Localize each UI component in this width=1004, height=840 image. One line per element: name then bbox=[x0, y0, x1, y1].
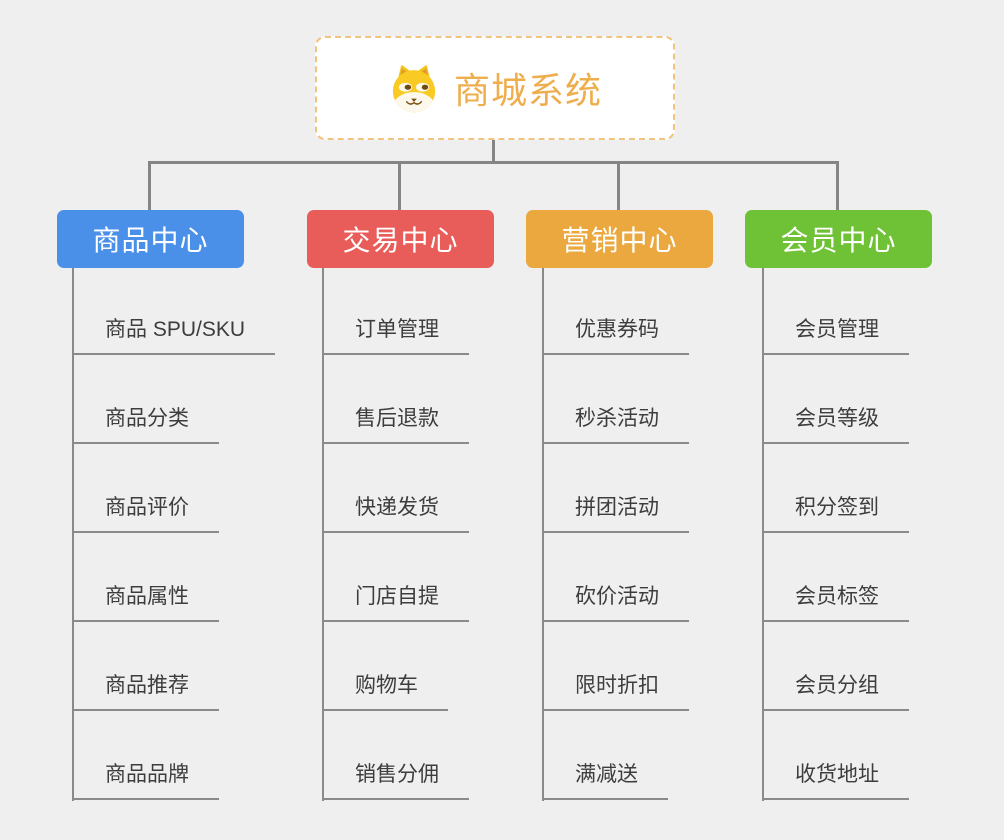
leaf-item[interactable]: 商品评价 bbox=[72, 491, 219, 533]
branch-node-product[interactable]: 商品中心 bbox=[57, 210, 244, 268]
leaf-item[interactable]: 秒杀活动 bbox=[542, 402, 689, 444]
leaf-item[interactable]: 优惠券码 bbox=[542, 313, 689, 355]
leaf-item[interactable]: 会员分组 bbox=[762, 669, 909, 711]
leaf-item[interactable]: 砍价活动 bbox=[542, 580, 689, 622]
leaf-item[interactable]: 商品推荐 bbox=[72, 669, 219, 711]
leaf-item[interactable]: 商品属性 bbox=[72, 580, 219, 622]
connector-drop-3 bbox=[617, 161, 620, 210]
leaf-item[interactable]: 快递发货 bbox=[322, 491, 469, 533]
leaf-item[interactable]: 门店自提 bbox=[322, 580, 469, 622]
leaf-item[interactable]: 会员管理 bbox=[762, 313, 909, 355]
leaf-item[interactable]: 收货地址 bbox=[762, 758, 909, 800]
leaf-item[interactable]: 商品品牌 bbox=[72, 758, 219, 800]
leaf-item[interactable]: 会员标签 bbox=[762, 580, 909, 622]
connector-drop-1 bbox=[148, 161, 151, 210]
leaf-item[interactable]: 商品 SPU/SKU bbox=[72, 313, 276, 355]
dog-face-icon bbox=[388, 62, 440, 114]
leaf-item[interactable]: 限时折扣 bbox=[542, 669, 689, 711]
leaf-item[interactable]: 销售分佣 bbox=[322, 758, 469, 800]
connector-drop-4 bbox=[836, 161, 839, 210]
connector-root-stem bbox=[492, 139, 495, 164]
branch-node-marketing[interactable]: 营销中心 bbox=[526, 210, 713, 268]
root-node[interactable]: 商城系统 bbox=[315, 36, 675, 140]
connector-cross-bar bbox=[148, 161, 839, 164]
spine-marketing bbox=[542, 268, 544, 801]
leaf-item[interactable]: 积分签到 bbox=[762, 491, 909, 533]
leaf-item[interactable]: 购物车 bbox=[322, 669, 448, 711]
leaf-item[interactable]: 拼团活动 bbox=[542, 491, 689, 533]
spine-trade bbox=[322, 268, 324, 801]
connector-drop-2 bbox=[398, 161, 401, 210]
leaf-item[interactable]: 商品分类 bbox=[72, 402, 219, 444]
spine-member bbox=[762, 268, 764, 801]
branch-node-member[interactable]: 会员中心 bbox=[745, 210, 932, 268]
spine-product bbox=[72, 268, 74, 801]
root-title: 商城系统 bbox=[453, 70, 602, 111]
leaf-item[interactable]: 订单管理 bbox=[322, 313, 469, 355]
branch-node-trade[interactable]: 交易中心 bbox=[307, 210, 494, 268]
leaf-item[interactable]: 满减送 bbox=[542, 758, 668, 800]
leaf-item[interactable]: 售后退款 bbox=[322, 402, 469, 444]
leaf-item[interactable]: 会员等级 bbox=[762, 402, 909, 444]
